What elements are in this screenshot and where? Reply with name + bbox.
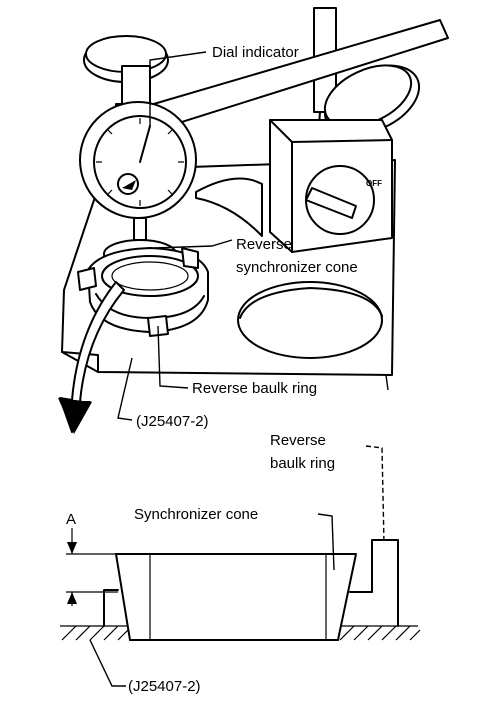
leader-tool-top [117,357,133,421]
leader-baulk-ring-top [157,325,189,389]
left-support [103,589,119,627]
cross-section: A Reverse baulk ring Synchronizer cone (… [60,432,421,695]
label-reverse-sync-cone-1: Reverse [236,236,292,253]
switch-off-label: OFF [366,179,382,188]
dial-plunger [133,217,147,241]
leader-sync-cone-top [153,239,233,249]
label-reverse-sync-cone-2: synchronizer cone [236,259,358,276]
top-illustration: OFF [58,7,449,434]
label-synchronizer-cone: Synchronizer cone [134,506,258,523]
plate-hole-back [195,177,263,237]
label-dimension-a: A [66,511,76,528]
leader-sync-cone-bottom [317,513,335,571]
indicator-holder [121,65,151,105]
label-dial-indicator: Dial indicator [212,44,299,61]
synchronizer-cone-section [115,553,357,641]
plate-hole-right [237,281,383,359]
label-reverse-baulk-ring-bottom-1: Reverse [270,432,326,449]
label-tool-bottom: (J25407-2) [128,678,201,695]
leader-baulk-ring-bottom [365,445,385,545]
dial-sub-gauge [117,173,139,195]
label-tool-top: (J25407-2) [136,413,209,430]
dial-needle [139,125,151,163]
leader-dial-indicator [149,51,207,126]
label-reverse-baulk-ring-bottom-2: baulk ring [270,455,335,472]
baulk-ring-section [371,539,399,627]
tool-base-hatch [60,625,421,641]
switch-lever [305,187,357,219]
dial-ticks [96,118,184,206]
leader-tool-bottom [89,639,126,687]
label-reverse-baulk-ring-top: Reverse baulk ring [192,380,317,397]
